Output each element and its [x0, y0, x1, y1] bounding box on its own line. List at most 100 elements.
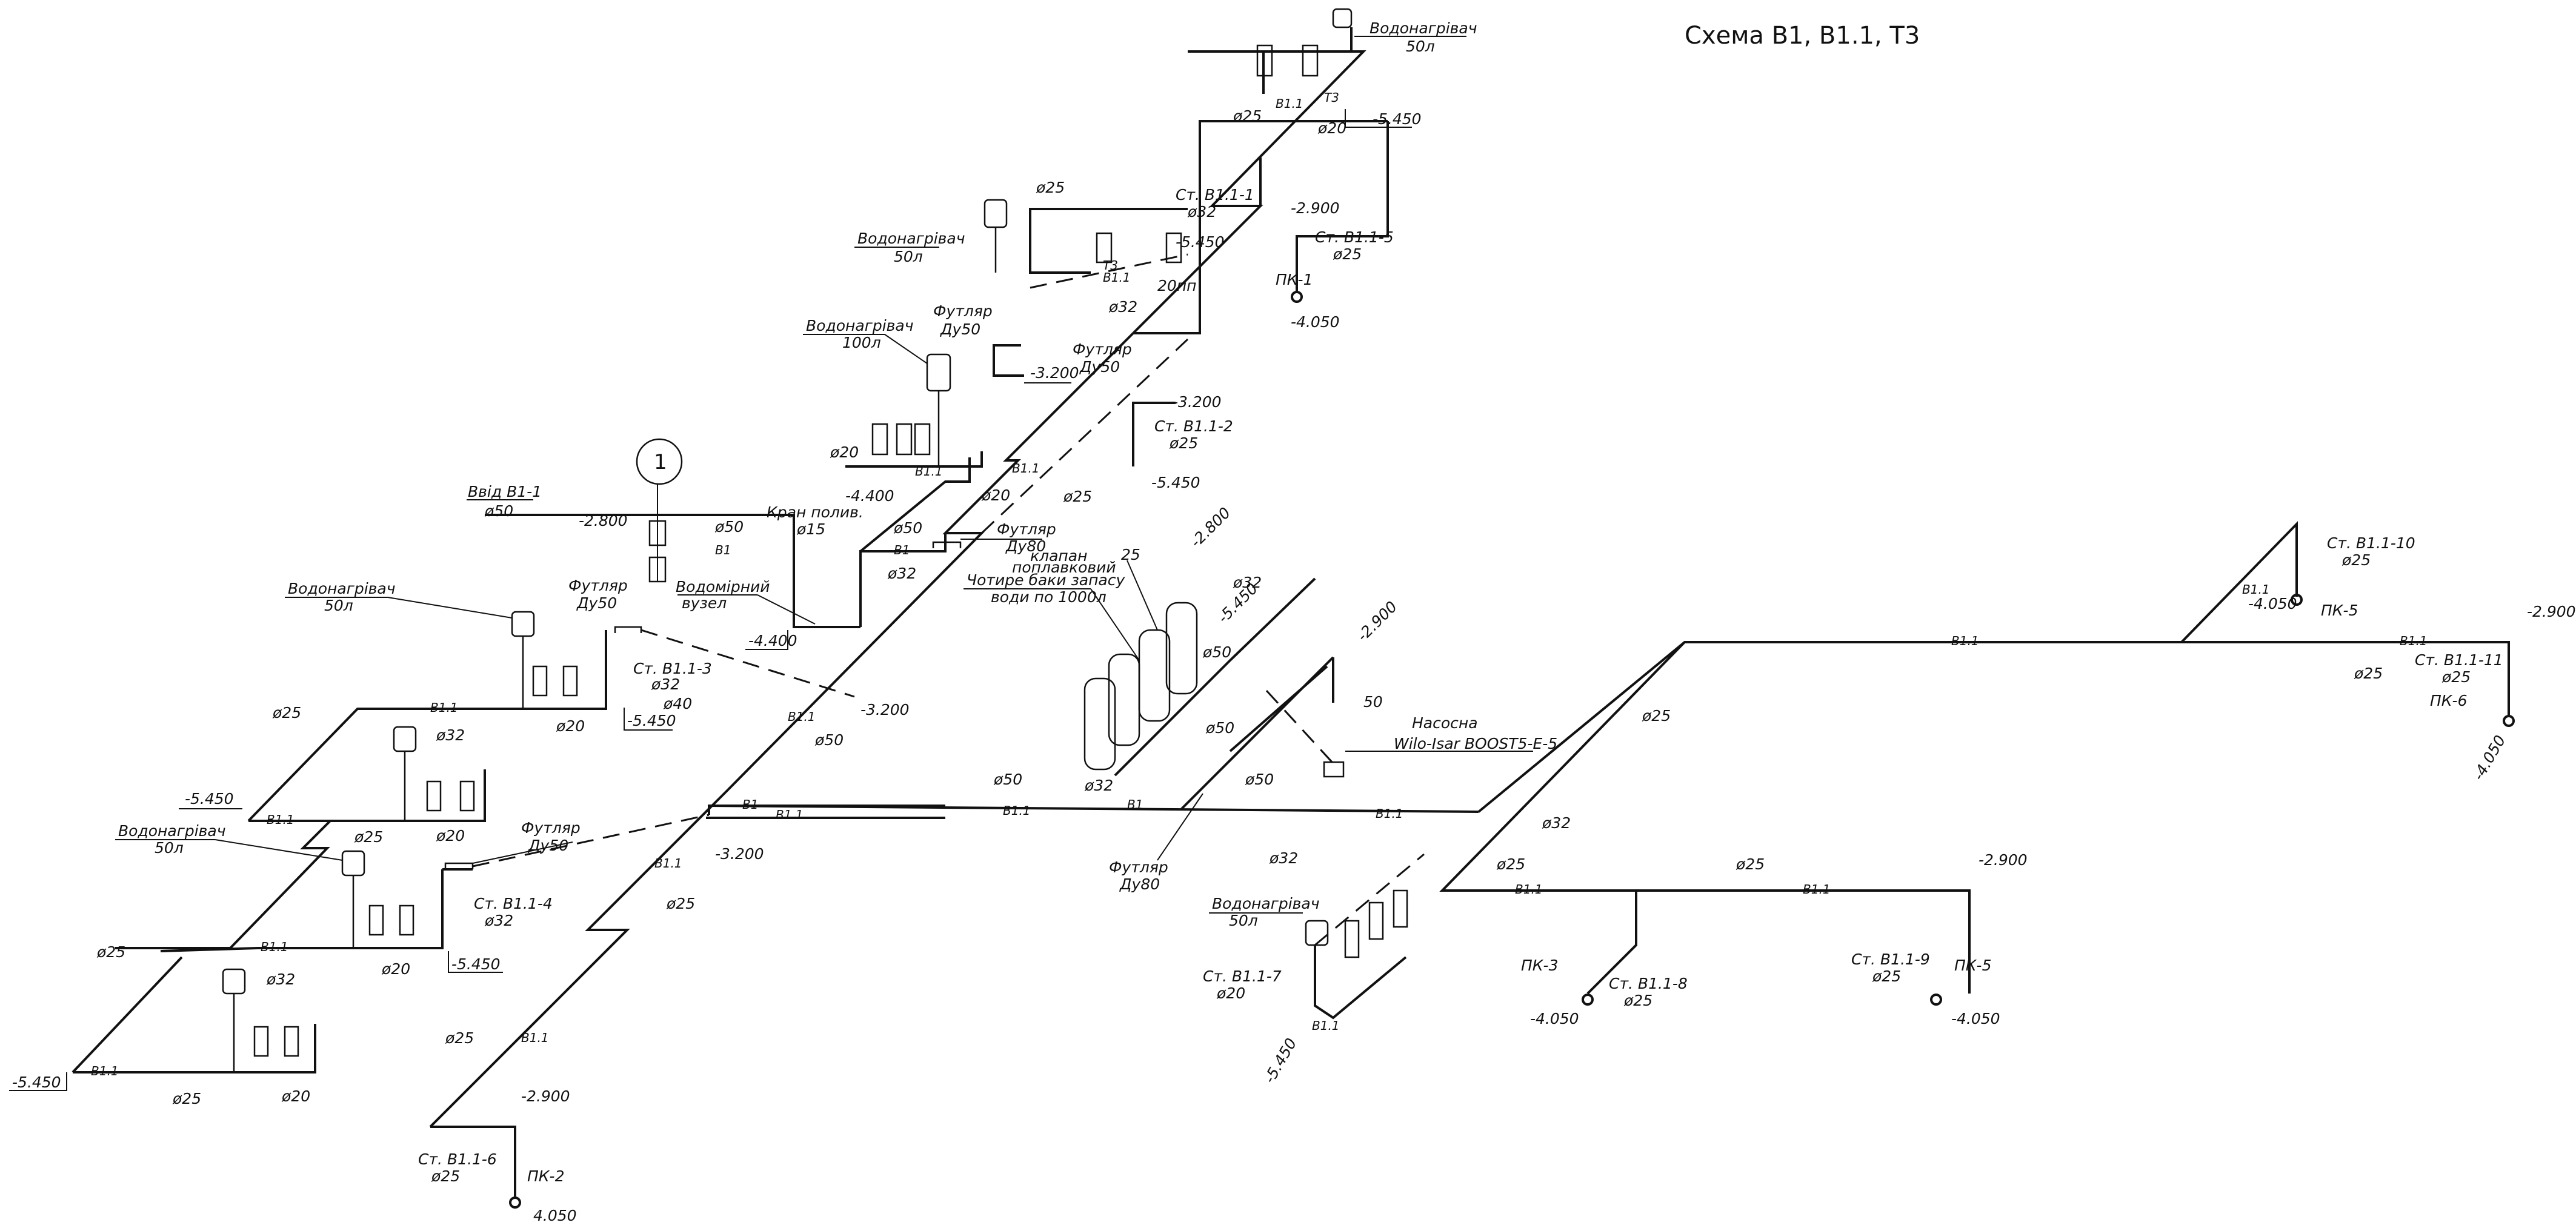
heater-left1-leader-2: [387, 597, 513, 619]
fixture-c: [914, 423, 931, 456]
sleeve-lbl-c: Футляр: [568, 577, 628, 594]
riser-r8-dn: ø25: [1623, 992, 1652, 1009]
sleeve-du80-top: Футляр Ду80: [932, 520, 1056, 555]
level-input: -2.800: [579, 512, 628, 529]
heater-100-tank: [926, 353, 951, 392]
code-right-b: В1.1: [2400, 634, 2428, 648]
sleeve-lbl-e: Футляр: [1109, 858, 1168, 876]
r7-fixture-b: [1393, 889, 1408, 928]
level-tap: -4.400: [845, 487, 894, 505]
level-tanks-top: -2.800: [1187, 504, 1234, 551]
float-dn: 25: [1121, 546, 1140, 563]
heater-100-leader2: [884, 334, 928, 364]
riser-r5-dn: ø25: [1333, 245, 1362, 263]
dn-pump-50: ø50: [993, 771, 1022, 788]
level-pk2: 4.050: [533, 1207, 577, 1224]
dn-trunk-25-b: ø25: [445, 1029, 474, 1047]
hydrant-pk5-top: [2291, 594, 2303, 606]
code-pump-b11-m: В1.1: [1003, 803, 1031, 818]
riser-r9-label: Ст. В1.1-9: [1851, 951, 1930, 968]
sleeve-c-shape: [614, 626, 642, 633]
sleeve-du-e: Ду80: [1119, 875, 1160, 893]
level-upper: -5.450: [1176, 233, 1225, 251]
heater-left3-label: Водонагрівач: [118, 822, 225, 840]
level-r9: -2.900: [1979, 851, 2028, 869]
heater-group-100: Водонагрівач 100л ø20 В1.1 В1.1 ø25: [803, 317, 1092, 505]
code-left1: В1.1: [430, 700, 458, 715]
level-r7: -5.450: [1260, 1035, 1300, 1086]
sleeve-e-leader: [1157, 793, 1203, 861]
dn-trunk-50: ø50: [814, 731, 844, 749]
pk1-label: ПК-1: [1276, 271, 1313, 288]
main-trunk: [429, 50, 1388, 1128]
code-trunk-c: В1.1: [788, 709, 816, 724]
heater-upper-tank: [983, 199, 1008, 228]
heater-left1-label: Водонагрівач: [288, 580, 395, 597]
dn-left1-32: ø32: [436, 726, 465, 744]
left4-main: [73, 1024, 316, 1073]
tank-3: [1138, 629, 1171, 722]
riser-r4-label: Ст. В1.1-4: [474, 895, 553, 912]
level-meter-bracket: [745, 630, 788, 650]
level-r3: -5.450: [627, 712, 676, 729]
heater-left2-tank: [393, 726, 417, 752]
dn-left2-20: ø20: [436, 827, 465, 844]
pk6-label: ПК-6: [2430, 692, 2467, 709]
dn-left1-20: ø20: [556, 717, 585, 735]
input-pipe: [485, 514, 860, 628]
top-fixture-a: [1256, 44, 1273, 77]
level-left4-line: [9, 1072, 67, 1091]
level-sleeve-b: -3.200: [1173, 393, 1222, 411]
riser-r4-dn: ø32: [484, 912, 513, 929]
level-r10: -4.050: [2248, 595, 2297, 612]
dn-pump-50-b: ø50: [1245, 771, 1274, 788]
level-r4-bracket: [448, 951, 503, 973]
tanks-label-1: Чотире баки запасу: [967, 571, 1125, 589]
pump-model: Wilo-Isar BOOST5-E-5: [1394, 735, 1557, 752]
r7-fixture-a: [1368, 901, 1384, 940]
heater-group-left4: -5.450 ø25 ø20 В1.1: [9, 956, 316, 1107]
heater-100-label: Водонагрівач: [806, 317, 913, 334]
tank-4: [1165, 602, 1198, 695]
level-meter: -4.400: [748, 632, 797, 649]
left3-link: [115, 820, 331, 949]
code-top-t3: Т3: [1324, 90, 1339, 105]
top-fixture-b: [1302, 44, 1319, 77]
code-left2: В1.1: [267, 812, 295, 827]
pump-station: В1 В1.1 В1 В1.1 В1.1 ø50 ø32 ø50 поплавк…: [706, 504, 1557, 893]
dash-upper-to-pump: [980, 338, 1189, 534]
riser-r5-pipe: [1296, 121, 1389, 291]
heater-100-vol: 100л: [842, 334, 881, 351]
riser-r10-label: Ст. В1.1-10: [2327, 534, 2415, 552]
dn-tanks-32: ø32: [1233, 574, 1262, 591]
heater-left3-leader-2: [215, 839, 343, 861]
level-pk1: -4.050: [1291, 313, 1340, 331]
left4-fixture-b: [284, 1026, 299, 1057]
sleeve-lbl-a: Футляр: [933, 302, 993, 320]
heater-left3-vol: 50л: [155, 839, 184, 857]
riser-r2-pipe: [1132, 402, 1176, 466]
right-network: В1.1 В1.1 В1.1 В1.1 В1.1 ø25 ø32 ø25 ø25…: [1439, 521, 2576, 1027]
tap-pipe: [859, 457, 971, 552]
heater-left3-tank: [341, 850, 365, 877]
dn-input-50: ø50: [893, 519, 922, 537]
sleeve-pipe: [993, 344, 1024, 377]
sleeve-lbl-b: Футляр: [1073, 340, 1132, 358]
dn-input-32: ø32: [887, 565, 916, 582]
sleeve-du-a: Ду50: [940, 320, 980, 338]
code-100: В1.1: [915, 464, 943, 479]
r7-pipe: [1314, 945, 1407, 1020]
heater-top-vol: 50л: [1406, 38, 1435, 55]
drawing-title: Схема В1, В1.1, Т3: [1685, 22, 1920, 50]
upper-dash: [1030, 253, 1188, 289]
lower-network: [1439, 641, 1971, 994]
dn-left2-25: ø25: [354, 828, 383, 846]
code-pump-b11: В1.1: [776, 808, 804, 822]
pk5-bot-label: ПК-5: [1954, 957, 1991, 974]
sleeve-du: Ду80: [1005, 537, 1046, 555]
level-left2: -5.450: [185, 790, 234, 808]
heater-upper-label: Водонагрівач: [857, 230, 965, 247]
sleeve-du50-100: Футляр Ду50 -3.200 Футляр Ду50 -3.200: [933, 302, 1222, 411]
sleeve-lbl-d: Футляр: [521, 819, 581, 837]
